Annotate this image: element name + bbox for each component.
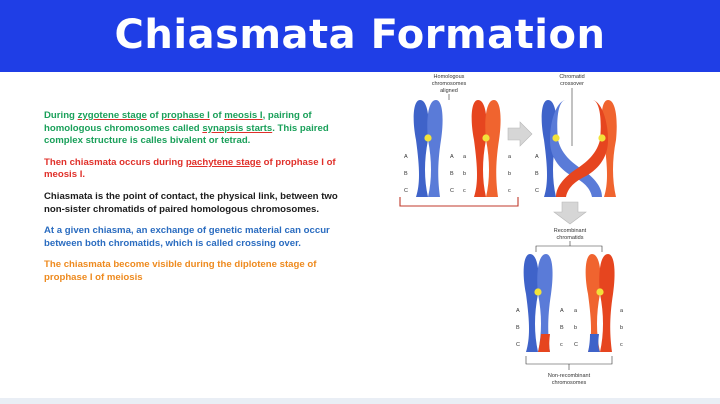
paragraph-diplotene: The chiasmata become visible during the … [44,259,344,284]
gene-a-result-mid2: a [574,308,578,314]
chiasmata-diagram: Homologous chromosomes aligned Chromatid… [399,74,624,386]
underlined-term: synapsis starts [202,122,273,134]
gene-A-crossover: A [535,154,539,160]
paragraph-pachytene: Then chiasmata occurs during pachytene s… [44,157,344,182]
stage1-bracket [399,197,519,207]
gene-b-right: b [508,171,511,177]
underlined-term: prophase I [161,110,210,121]
paragraph-text: Then chiasmata occurs during [44,156,186,168]
stage1-blue-chromosome [413,100,443,197]
gene-a-result-right: a [620,308,624,314]
gene-A-left: A [404,154,408,160]
gene-B-mid: B [450,171,454,177]
paragraph-text: The chiasmata become visible during the … [44,259,317,283]
paragraph-text: , pairing of homologous chromosomes call… [44,110,312,134]
paragraph-chiasmata-definition: Chiasmata is the point of contact, the p… [44,191,344,216]
gene-A-mid: A [450,154,454,160]
label-recombinant-line2: chromatids [557,235,584,241]
text-column: During zygotene stage of prophase I of m… [44,110,344,294]
label-nonrecombinant-line2: chromosomes [552,380,587,386]
label-chromatid-line2: crossover [560,81,584,87]
gene-c-right: c [508,188,511,194]
underlined-term: pachytene stage [185,156,261,168]
gene-c-mid: c [463,188,466,194]
gene-C-crossover: C [535,188,539,194]
paragraph-text: At a given chiasma, an exchange of genet… [44,225,330,249]
gene-B-result-mid: B [560,325,564,331]
paragraph-text: of [209,110,225,121]
stage3-left-chromosome [523,254,553,352]
gene-b-result-mid2: b [574,325,577,331]
gene-a-right: a [508,154,512,160]
stage1-red-chromosome [471,100,501,197]
gene-C-result-left: C [516,342,520,348]
label-recombinant-line1: Recombinant [554,228,587,234]
gene-c-result-mid: c [560,342,563,348]
gene-b-result-right: b [620,325,623,331]
paragraph-text: . This paired complex structure is calle… [44,122,329,147]
gene-B-left: B [404,171,408,177]
gene-B-crossover: B [535,171,539,177]
gene-C-result-mid2: C [574,342,578,348]
underlined-term: zygotene stage [77,110,147,121]
underlined-term: meosis I [224,110,263,121]
stage2-crossover-chromosomes [541,100,617,197]
paragraph-text: Chiasmata is the point of contact, the p… [44,190,338,215]
gene-C-left: C [404,188,408,194]
gene-c-result-right: c [620,342,623,348]
gene-a-mid: a [463,154,467,160]
label-homologous-line3: aligned [440,88,458,94]
paragraph-text: of [146,110,162,121]
title-banner: Chiasmata Formation [0,0,720,72]
recombinant-bracket [535,245,603,252]
label-chromatid-line1: Chromatid [559,74,584,80]
paragraph-text: During [44,110,78,121]
gene-A-result-mid: A [560,308,564,314]
gene-B-result-left: B [516,325,520,331]
bottom-strip [0,398,720,404]
paragraph-text: of prophase I of meosis I. [44,156,336,181]
page-title: Chiasmata Formation [114,12,606,58]
label-nonrecombinant-line1: Non-recombinant [548,373,591,379]
gene-C-mid: C [450,188,454,194]
stage3-right-chromosome [585,254,615,352]
nonrecombinant-bracket [525,356,613,365]
gene-b-mid: b [463,171,466,177]
paragraph-crossing-over: At a given chiasma, an exchange of genet… [44,225,344,250]
right-arrow-icon [507,121,533,147]
paragraph-zygotene: During zygotene stage of prophase I of m… [44,110,344,148]
label-homologous-line2: chromosomes [432,81,467,87]
label-homologous-line1: Homologous [434,74,465,80]
down-arrow-icon [553,201,587,225]
gene-A-result-left: A [516,308,520,314]
